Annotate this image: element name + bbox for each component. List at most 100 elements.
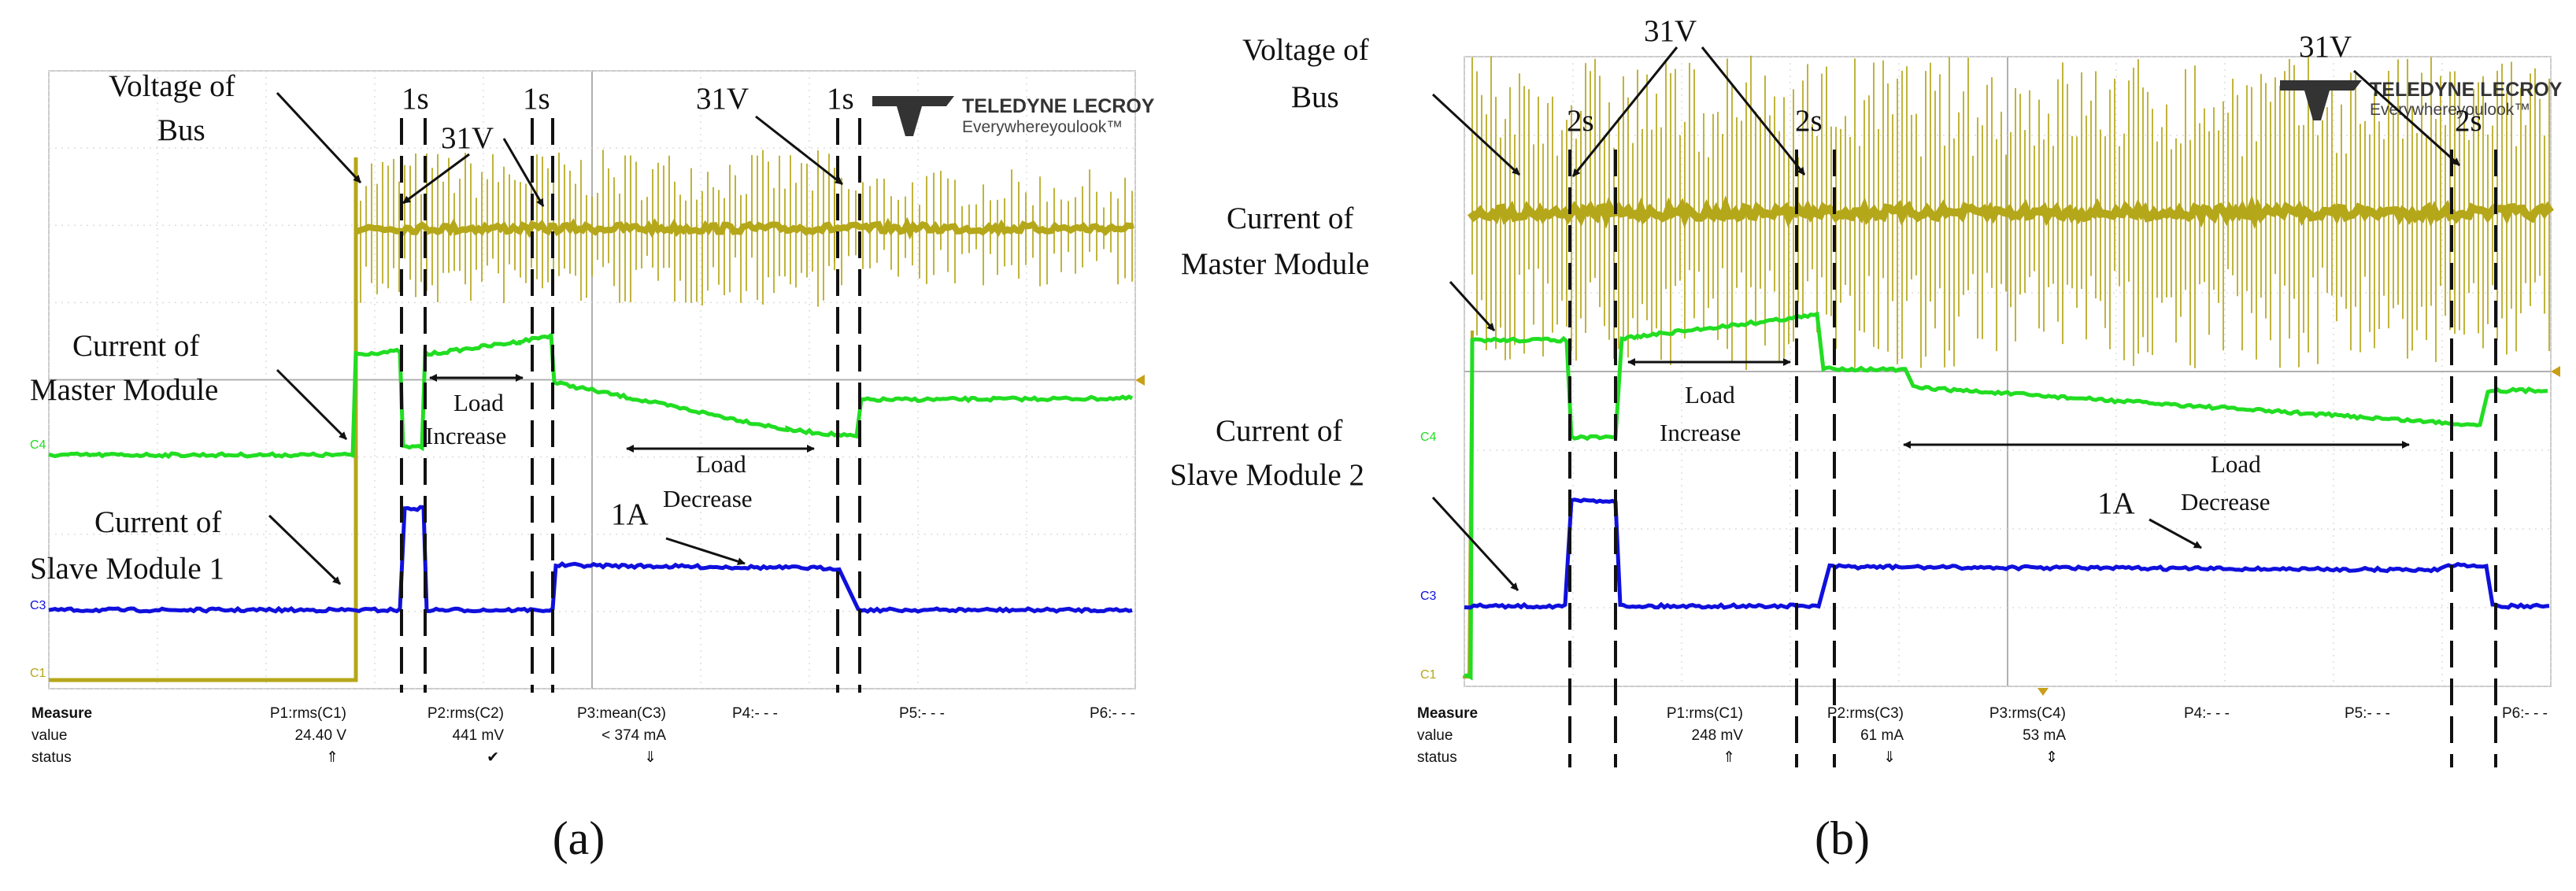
label-31v-a-1: 31V — [441, 121, 494, 155]
measure-p5-b: P5:- - - — [2345, 705, 2390, 722]
measure-p5-a: P5:- - - — [899, 705, 945, 722]
panel-a: C4 C3 C1 TELEDYNE LECROY Everywhereyoulo… — [30, 69, 1155, 864]
brand-logo-a: TELEDYNE LECROY Everywhereyoulook™ — [872, 95, 1155, 136]
label-time-2s-b-1: 2s — [1567, 104, 1594, 138]
trigger-marker-top-b — [2037, 688, 2049, 696]
measure-p6-b: P6:- - - — [2502, 705, 2548, 722]
label-time-1s-a-1: 1s — [402, 82, 429, 116]
arrow-bus-b — [1431, 93, 1521, 176]
measure-p2-status-a: ✔ — [487, 749, 499, 766]
arrow-31v-b-2 — [1701, 46, 1806, 176]
brand-name-a: TELEDYNE LECROY — [962, 95, 1155, 117]
label-time-2s-b-2: 2s — [1795, 104, 1823, 138]
channel-marker-c1: C1 — [30, 667, 46, 680]
arrow-bus-a — [276, 91, 362, 184]
label-load-increase-b-2: Increase — [1660, 419, 1741, 446]
label-time-1s-a-2: 1s — [523, 82, 550, 116]
annotation-arrows-a — [268, 91, 843, 586]
panel-label-a: (a) — [553, 812, 605, 864]
traces-a — [48, 150, 1134, 682]
panel-label-b: (b) — [1815, 812, 1870, 864]
time-markers-b — [1568, 150, 2497, 767]
traces-b — [1463, 55, 2555, 681]
lecroy-logo-icon-b — [2280, 80, 2362, 120]
arrow-31v-a-3 — [755, 115, 843, 186]
trigger-marker-b — [2551, 366, 2560, 377]
measure-table-b: Measure value status P1:rms(C1) 248 mV ⇑… — [1417, 705, 2548, 766]
channel-marker-c4: C4 — [30, 438, 46, 452]
time-markers-a — [400, 118, 861, 693]
channel-marker-c1-b: C1 — [1420, 668, 1437, 682]
trace-master-current — [1464, 311, 2548, 681]
measure-p3-a: P3:mean(C3) — [577, 705, 666, 722]
measure-header-a: Measure — [31, 705, 92, 722]
arrow-master-b — [1449, 280, 1496, 332]
label-load-increase-b-1: Load — [1685, 381, 1735, 409]
label-current-master-a-1: Current of — [72, 329, 199, 363]
label-load-decrease-b-1: Load — [2211, 450, 2261, 478]
trace-bus-voltage-band — [1468, 194, 2555, 230]
arrow-slave-b — [1431, 496, 1519, 592]
label-current-master-a-2: Master Module — [30, 373, 218, 407]
grid-a — [48, 70, 1136, 690]
measure-p3-b: P3:rms(C4) — [1989, 705, 2066, 722]
label-voltage-of-bus-b-2: Bus — [1291, 80, 1339, 114]
label-load-increase-a-1: Load — [453, 389, 504, 416]
arrow-1a-b — [2149, 518, 2202, 549]
measure-p2-b: P2:rms(C3) — [1827, 705, 1904, 722]
measure-p6-a: P6:- - - — [1090, 705, 1135, 722]
trace-slave-current — [1464, 497, 2550, 610]
trigger-marker-a — [1135, 375, 1145, 386]
measure-p2-a: P2:rms(C2) — [427, 705, 504, 722]
arrow-31v-a-2 — [502, 138, 545, 207]
label-current-master-b-1: Current of — [1227, 201, 1353, 235]
channel-marker-c3-b: C3 — [1420, 590, 1437, 603]
measure-p1-value-b: 248 mV — [1692, 727, 1744, 744]
label-time-2s-b-3: 2s — [2455, 104, 2482, 138]
label-1a-b: 1A — [2097, 486, 2135, 520]
label-current-slave-a-1: Current of — [94, 505, 221, 539]
measure-row-status-a: status — [31, 749, 72, 766]
arrow-31v-b-1 — [1571, 46, 1678, 177]
trace-bus-voltage-start — [49, 157, 358, 682]
label-current-slave-a-2: Slave Module 1 — [30, 552, 224, 586]
arrow-master-a — [276, 368, 348, 441]
brand-tagline-b: Everywhereyoulook™ — [2370, 101, 2530, 119]
label-current-slave-b-1: Current of — [1216, 414, 1342, 448]
measure-p1-b: P1:rms(C1) — [1667, 705, 1743, 722]
arrow-31v-a-1 — [402, 153, 470, 205]
label-current-master-b-2: Master Module — [1181, 247, 1369, 281]
brand-logo-b: TELEDYNE LECROY Everywhereyoulook™ — [2280, 79, 2563, 120]
measure-p3-status-a: ⇓ — [644, 749, 657, 766]
measure-row-status-b: status — [1417, 749, 1457, 766]
measure-p1-value-a: 24.40 V — [295, 727, 347, 744]
measure-p1-status-a: ⇑ — [326, 749, 339, 766]
measure-p1-status-b: ⇑ — [1723, 749, 1735, 766]
arrow-slave-a — [268, 514, 342, 586]
trace-master-current — [48, 331, 1134, 460]
measure-p2-value-a: 441 mV — [453, 727, 505, 744]
measure-p3-value-b: 53 mA — [2023, 727, 2066, 744]
label-31v-b-1: 31V — [1644, 14, 1697, 48]
label-load-increase-a-2: Increase — [425, 422, 506, 449]
measure-p1-a: P1:rms(C1) — [270, 705, 346, 722]
panel-b: C4 C3 C1 TELEDYNE LECROY Everywhereyoulo… — [1170, 14, 2563, 864]
trace-slave-current — [48, 505, 1133, 615]
arrow-1a-a — [665, 537, 746, 566]
brand-tagline-a: Everywhereyoulook™ — [962, 118, 1123, 136]
measure-row-value-a: value — [31, 727, 67, 744]
channel-marker-c3: C3 — [30, 599, 46, 612]
label-time-1s-a-3: 1s — [827, 82, 854, 116]
label-load-decrease-a-1: Load — [696, 450, 746, 478]
label-31v-b-2: 31V — [2299, 30, 2352, 64]
measure-table-a: Measure value status P1:rms(C1) 24.40 V … — [31, 705, 1135, 766]
label-current-slave-b-2: Slave Module 2 — [1170, 458, 1364, 492]
label-voltage-of-bus-b-1: Voltage of — [1242, 33, 1369, 67]
label-voltage-of-bus-a-1: Voltage of — [109, 69, 235, 103]
label-load-decrease-a-2: Decrease — [663, 485, 753, 512]
measure-row-value-b: value — [1417, 727, 1453, 744]
label-31v-a-2: 31V — [696, 82, 749, 116]
label-voltage-of-bus-a-2: Bus — [157, 113, 205, 147]
measure-p2-value-b: 61 mA — [1860, 727, 1904, 744]
measure-p3-status-b: ⇕ — [2045, 749, 2058, 766]
